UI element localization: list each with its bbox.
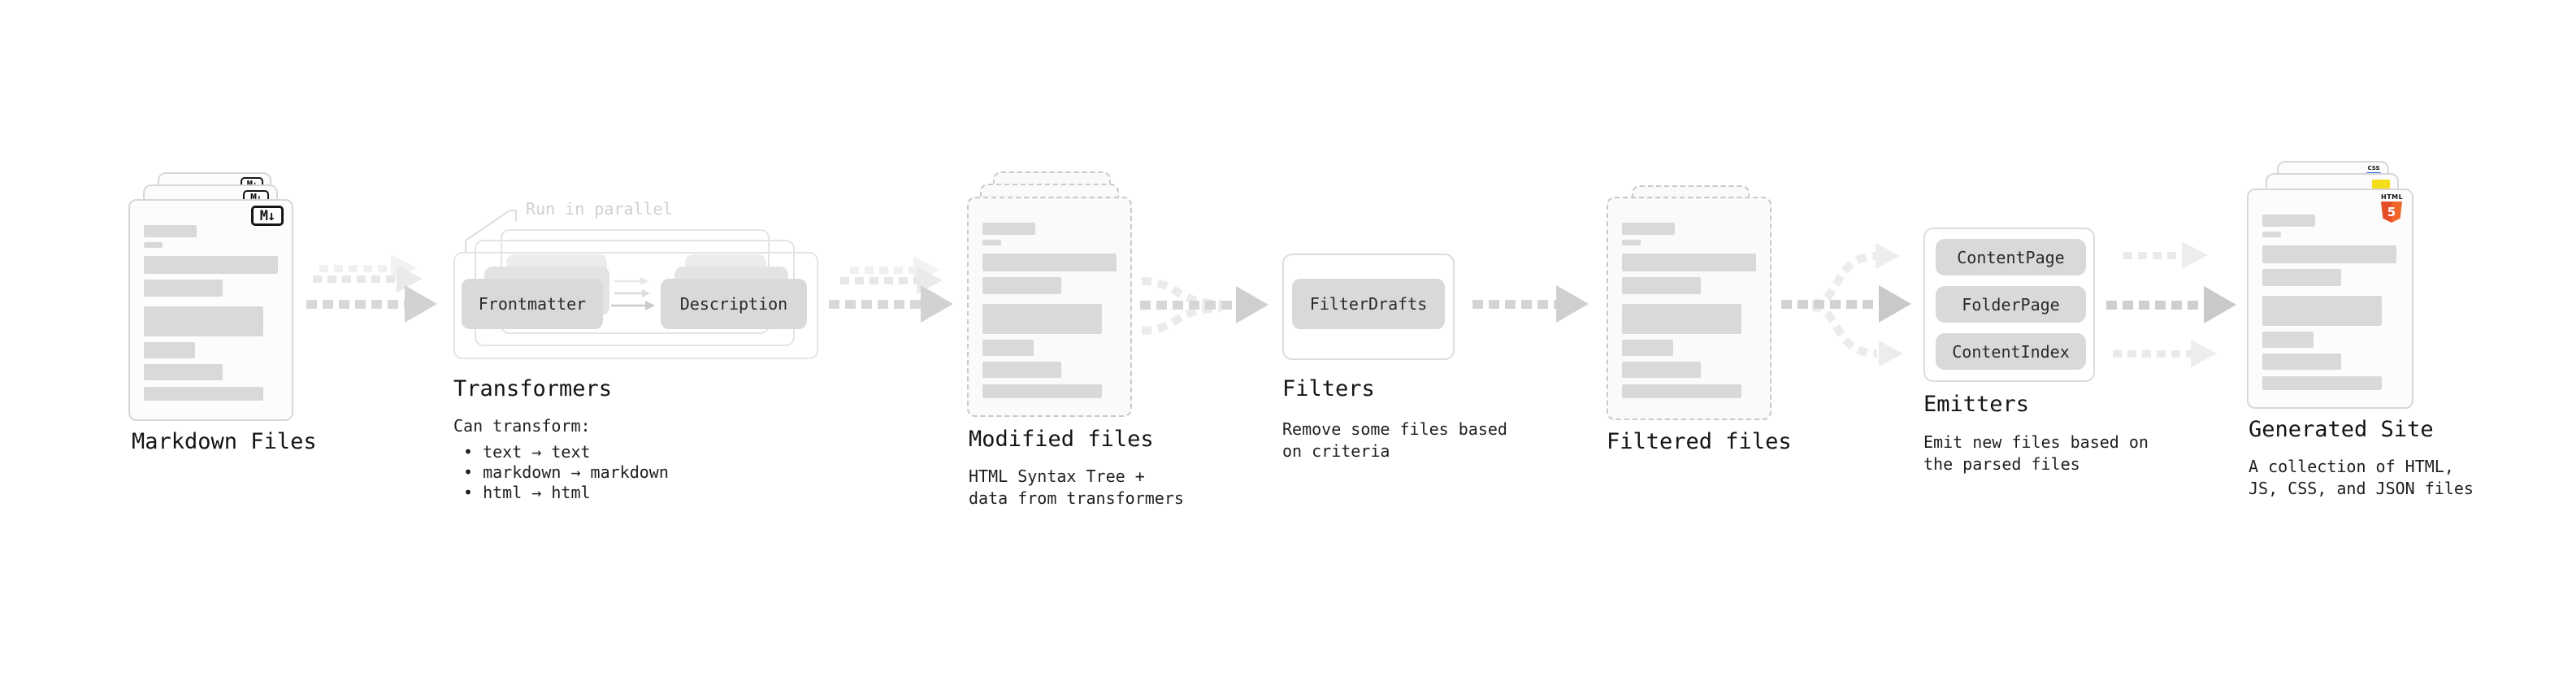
modified-files-label: Modified files — [969, 427, 1154, 452]
frontmatter-node: Frontmatter — [462, 279, 603, 329]
arrowhead-icon — [1879, 340, 1903, 367]
text-line-placeholder — [2262, 245, 2396, 263]
dashed-arrow-icon — [1140, 286, 1268, 323]
text-line-placeholder — [982, 340, 1034, 356]
description-node: Description — [661, 279, 807, 329]
generated-file-card-front: HTML 5 — [2247, 189, 2413, 409]
text-line-placeholder — [2262, 376, 2382, 390]
text-line-placeholder — [2262, 232, 2281, 237]
emitters-label: Emitters — [1923, 392, 2030, 417]
dashed-arrow-light-icon — [2113, 340, 2217, 367]
transformers-bullet: • text → text — [463, 442, 591, 462]
text-line-placeholder — [2262, 269, 2341, 286]
text-line-placeholder — [144, 342, 195, 358]
text-line-placeholder — [1622, 362, 1701, 378]
modified-file-card-front — [967, 197, 1132, 417]
contentindex-node: ContentIndex — [1936, 333, 2086, 370]
text-line-placeholder — [1622, 277, 1701, 294]
text-line-placeholder — [982, 304, 1102, 334]
text-line-placeholder — [2262, 332, 2314, 348]
text-line-placeholder — [982, 254, 1117, 271]
dashed-arrow-icon — [1781, 285, 1911, 323]
run-in-parallel-annotation: Run in parallel — [526, 199, 673, 219]
filterdrafts-node: FilterDrafts — [1292, 279, 1445, 329]
text-line-placeholder — [2262, 354, 2341, 370]
text-line-placeholder — [982, 223, 1035, 235]
transformers-bullet: • markdown → markdown — [463, 462, 669, 482]
filters-desc-line: Remove some files based — [1282, 419, 1507, 439]
html5-icon: HTML 5 — [2381, 194, 2403, 223]
text-line-placeholder — [1622, 384, 1741, 398]
dashed-arrow-icon — [306, 285, 437, 323]
callout-line — [465, 210, 517, 252]
filters-desc-line: on criteria — [1282, 441, 1390, 461]
modified-files-desc-line: HTML Syntax Tree + — [969, 466, 1145, 486]
transformers-bullet: • html → html — [463, 483, 591, 502]
text-line-placeholder — [144, 280, 223, 297]
text-line-placeholder — [2262, 296, 2382, 326]
generated-site-desc-line: JS, CSS, and JSON files — [2249, 479, 2474, 498]
text-line-placeholder — [982, 362, 1061, 378]
filtered-file-card-front — [1607, 197, 1772, 420]
contentpage-node: ContentPage — [1936, 239, 2086, 275]
text-line-placeholder — [1622, 240, 1641, 245]
emitters-desc-line: Emit new files based on — [1923, 432, 2149, 452]
text-line-placeholder — [1622, 223, 1675, 235]
text-line-placeholder — [144, 306, 263, 336]
arrowhead-icon — [1876, 243, 1900, 269]
dashed-arrow-icon — [2106, 286, 2236, 323]
text-line-placeholder — [144, 256, 278, 274]
transformer-box-front — [453, 252, 818, 359]
text-line-placeholder — [1622, 304, 1741, 334]
text-line-placeholder — [1622, 254, 1756, 271]
modified-files-desc-line: data from transformers — [969, 488, 1184, 508]
emitters-box: ContentPage FolderPage ContentIndex — [1923, 228, 2095, 382]
text-line-placeholder — [2262, 215, 2315, 227]
markdown-files-label: Markdown Files — [132, 429, 317, 454]
text-line-placeholder — [982, 240, 1001, 245]
transformers-label: Transformers — [453, 376, 613, 401]
generated-site-desc-line: A collection of HTML, — [2249, 457, 2454, 476]
text-line-placeholder — [144, 364, 223, 380]
text-line-placeholder — [144, 225, 197, 237]
text-line-placeholder — [982, 384, 1102, 398]
transformers-desc-title: Can transform: — [453, 416, 591, 436]
text-line-placeholder — [1622, 340, 1673, 356]
folderpage-node: FolderPage — [1936, 286, 2086, 323]
dashed-arrow-light-icon — [2123, 241, 2208, 269]
markdown-icon: M↓ — [251, 206, 284, 226]
generated-site-label: Generated Site — [2249, 417, 2434, 442]
filtered-files-label: Filtered files — [1607, 429, 1792, 454]
dashed-arrow-icon — [1472, 285, 1589, 323]
text-line-placeholder — [144, 387, 263, 401]
text-line-placeholder — [982, 277, 1061, 294]
markdown-file-card-front: M↓ — [128, 199, 293, 421]
filters-label: Filters — [1282, 376, 1375, 401]
parallel-arrows-icon — [611, 277, 655, 310]
dashed-arrow-icon — [829, 285, 953, 323]
text-line-placeholder — [144, 242, 163, 248]
emitters-desc-line: the parsed files — [1923, 454, 2080, 474]
